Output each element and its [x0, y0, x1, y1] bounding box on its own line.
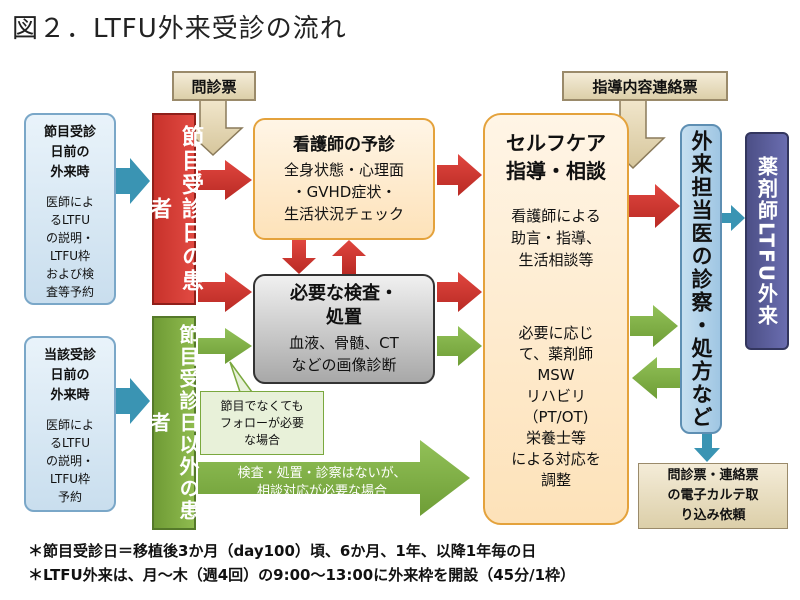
pre-milestone-body-6: 査等予約: [45, 285, 94, 299]
callout-follow-up: 節目でなくても フォローが必要 な場合: [200, 391, 324, 455]
arrow-green-to-exam: [198, 328, 252, 364]
callout-pointer: [229, 361, 254, 393]
selfcare-line2-5: （PT/OT): [523, 408, 589, 426]
pre-regular-body-5: 予約: [57, 490, 82, 504]
arrow-teal-doctor-pharm: [721, 205, 745, 231]
arrow-teal-doctor-ehr: [694, 434, 720, 462]
ehr-line-3: り込み依頼: [680, 508, 746, 523]
selfcare-title-2: 指導・相談: [506, 159, 606, 183]
exam-box-line-2: などの画像診断: [291, 356, 397, 374]
pre-milestone-body-1: 医師によ: [45, 195, 94, 209]
selfcare-line2-6: 栄養士等: [525, 429, 586, 447]
selfcare-line2-7: による対応を: [511, 450, 601, 468]
pre-milestone-body-3: の説明・: [45, 231, 94, 245]
arrow-red-exam-to-self: [437, 272, 482, 312]
arrow-red-to-nurse: [198, 160, 252, 200]
monshinhyo-label: 問診票: [172, 71, 256, 101]
callout-line-2: フォローが必要: [219, 416, 304, 430]
selfcare-line1-3: 生活相談等: [518, 251, 594, 269]
pre-visit-regular-box: 当該受診 日前の 外来時 医師によ るLTFU の説明・ LTFU枠 予約: [24, 336, 116, 512]
arrow-teal-top: [116, 158, 150, 204]
exam-box-line-1: 血液、骨髄、CT: [289, 334, 399, 352]
green-arrow-text-1: 検査・処置・診察はないが、: [237, 466, 407, 481]
green-arrow-text-2: 相談対応が必要な場合: [256, 484, 387, 499]
callout-line-3: な場合: [243, 433, 280, 447]
pre-milestone-body-4: LTFU枠: [49, 249, 91, 263]
pharmacist-ltfu-bar: 薬剤師LTFU外来: [745, 132, 789, 350]
arrow-green-self-to-doctor: [630, 305, 678, 347]
pre-milestone-head-3: 外来時: [50, 165, 90, 180]
pre-milestone-head-1: 節目受診: [43, 125, 96, 140]
pre-milestone-body-5: および検: [45, 267, 94, 281]
arrow-green-exam-to-self: [437, 326, 482, 366]
pre-regular-body-4: LTFU枠: [49, 472, 91, 486]
arrow-red-up: [332, 240, 366, 274]
nurse-box-line-2: ・GVHD症状・: [291, 183, 397, 201]
selfcare-line2-3: MSW: [537, 366, 575, 384]
arrow-red-to-exam: [198, 272, 252, 312]
pre-regular-body-1: 医師によ: [45, 418, 94, 432]
selfcare-line1-1: 看護師による: [511, 207, 601, 225]
ehr-line-1: 問診票・連絡票: [667, 468, 759, 483]
arrow-green-doctor-to-self: [632, 357, 680, 399]
selfcare-line2-2: て、薬剤師: [518, 345, 594, 363]
arrow-green-big: [198, 440, 470, 516]
selfcare-title-1: セルフケア: [506, 131, 606, 155]
arrow-red-self-to-doctor: [628, 184, 680, 228]
arrow-teal-bottom: [116, 378, 150, 424]
selfcare-line2-4: リハビリ: [525, 387, 586, 405]
nurse-box-title: 看護師の予診: [293, 135, 395, 155]
exam-box-title-2: 処置: [326, 307, 362, 328]
pre-regular-head-3: 外来時: [50, 388, 90, 403]
pre-regular-body-3: の説明・: [45, 454, 94, 468]
attending-doctor-bar: 外来担当医の診察・処方など: [680, 124, 722, 434]
pre-milestone-body-2: るLTFU: [49, 213, 91, 227]
footnote-milestone: ＊節目受診日＝移植後3か月（day100）頃、6か月、1年、以降1年毎の日: [28, 542, 537, 560]
nurse-box-line-1: 全身状態・心理面: [283, 161, 404, 179]
shido-renraku-label: 指導内容連絡票: [562, 71, 728, 101]
ehr-line-2: の電子カルテ取: [667, 488, 759, 503]
ehr-request-box: 問診票・連絡票 の電子カルテ取 り込み依頼: [638, 463, 788, 529]
selfcare-line2-8: 調整: [540, 471, 571, 489]
exam-procedure-box: 必要な検査・ 処置 血液、骨髄、CT などの画像診断: [253, 274, 435, 384]
pre-regular-head-2: 日前の: [50, 368, 90, 383]
arrow-red-down: [282, 240, 316, 274]
green-arrow-text: 検査・処置・診察はないが、 相談対応が必要な場合: [212, 465, 432, 501]
arrow-red-nurse-to-self: [437, 154, 482, 196]
pre-regular-body-2: るLTFU: [49, 436, 91, 450]
page-title: 図２．LTFU外来受診の流れ: [12, 14, 347, 44]
pre-regular-head-1: 当該受診: [43, 348, 96, 363]
pre-visit-milestone-box: 節目受診 日前の 外来時 医師によ るLTFU の説明・ LTFU枠 および検 …: [24, 113, 116, 305]
exam-box-title-1: 必要な検査・: [290, 283, 398, 304]
regular-patient-bar: 節目受診日以外の患者: [147, 316, 200, 530]
milestone-patient-bar: 節目受診日の患者: [146, 113, 203, 305]
nurse-pre-exam-box: 看護師の予診 全身状態・心理面 ・GVHD症状・ 生活状況チェック: [253, 118, 435, 240]
selfcare-line2-1: 必要に応じ: [518, 324, 594, 342]
callout-line-1: 節目でなくても: [220, 399, 304, 413]
pre-milestone-head-2: 日前の: [50, 145, 90, 160]
selfcare-line1-2: 助言・指導、: [510, 229, 601, 247]
arrow-monshin-down: [182, 99, 244, 157]
selfcare-guidance-box: セルフケア 指導・相談 看護師による 助言・指導、 生活相談等 必要に応じ て、…: [483, 113, 629, 525]
nurse-box-line-3: 生活状況チェック: [283, 205, 404, 223]
footnote-ltfu-schedule: ＊LTFU外来は、月～木（週4回）の9:00～13:00に外来枠を開設（45分/…: [28, 566, 576, 584]
